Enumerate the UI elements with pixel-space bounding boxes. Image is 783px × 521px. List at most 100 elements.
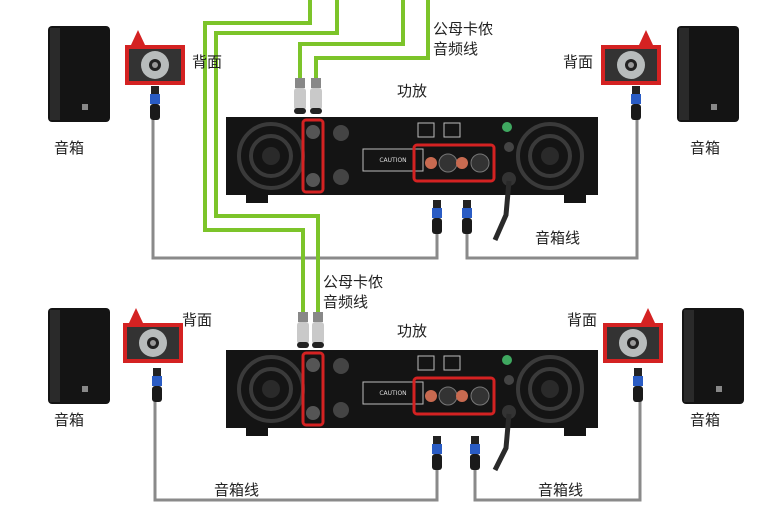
info-label (417, 122, 435, 138)
speaker-cabinet (48, 308, 110, 404)
amp-foot (246, 193, 268, 203)
xlr-cable-label-bottom-1: 公母卡侬 (323, 273, 384, 291)
speakon-plug (470, 436, 480, 470)
speaker-cabinet (682, 308, 744, 404)
xlr-body (294, 88, 306, 110)
speaker-cable (473, 402, 642, 502)
xlr-link (333, 358, 349, 374)
binding-post (456, 157, 468, 169)
xlr-tip (297, 342, 309, 348)
plug-body (631, 104, 641, 120)
plug-tip (471, 436, 479, 444)
caution-label (362, 381, 424, 405)
plug-collar (633, 376, 643, 386)
binding-post (425, 390, 437, 402)
binding-post (456, 390, 468, 402)
output-highlight (412, 376, 496, 416)
speakon-output (470, 153, 490, 173)
speakon-socket-callout (601, 30, 661, 85)
fan-grille (528, 134, 572, 178)
speaker-cable (153, 402, 439, 502)
speaker-label-bottom-right: 音箱 (690, 411, 721, 429)
caution-label (362, 148, 424, 172)
speaker-side (679, 28, 689, 120)
info-label (443, 122, 461, 138)
fan-grille (516, 122, 584, 190)
plug-tip (433, 436, 441, 444)
socket-pin (628, 62, 634, 68)
xlr-plug (310, 78, 322, 114)
xlr-cable (314, 0, 430, 82)
speaker-logo (82, 104, 88, 110)
speaker-cable-label-bottom-right: 音箱线 (538, 481, 584, 499)
amp-label-top: 功放 (397, 82, 428, 100)
speaker-cable (151, 120, 439, 260)
plug-body (432, 218, 442, 234)
power-amplifier: CAUTION (226, 117, 598, 203)
speaker-cabinet (677, 26, 739, 122)
fan-hub (541, 147, 559, 165)
plug-tip (463, 200, 471, 208)
fan-grille (528, 367, 572, 411)
plug-tip (634, 368, 642, 376)
fan-grille (249, 134, 293, 178)
input-highlight (301, 118, 325, 194)
speaker-body (48, 308, 110, 404)
plug-collar (152, 376, 162, 386)
power-inlet (502, 172, 516, 186)
xlr-cable (203, 0, 312, 318)
speakon-socket-callout (603, 308, 663, 363)
xlr-cable-label-top-2: 音频线 (433, 40, 479, 58)
plug-collar (432, 208, 442, 218)
xlr-cable-label-bottom-2: 音频线 (323, 293, 369, 311)
speakon-plug (631, 86, 641, 120)
speaker-logo (711, 104, 717, 110)
speaker-label-top-left: 音箱 (54, 139, 85, 157)
speaker-label-bottom-left: 音箱 (54, 411, 85, 429)
fan-hub (262, 380, 280, 398)
speakon-plug (432, 200, 442, 234)
plug-collar (631, 94, 641, 104)
speakon-socket-callout (125, 30, 185, 85)
amp-foot (246, 426, 268, 436)
speakon-socket-callout (123, 308, 183, 363)
power-cord (492, 413, 512, 472)
xlr-cable-label-top-1: 公母卡侬 (433, 20, 494, 38)
amp-foot (564, 426, 586, 436)
plug-body (470, 454, 480, 470)
plug-collar (432, 444, 442, 454)
xlr-tip (310, 108, 322, 114)
xlr-input (306, 406, 320, 420)
plug-body (462, 218, 472, 234)
speaker-cable (465, 120, 639, 260)
power-indicator (502, 355, 512, 365)
amp-label-bottom: 功放 (397, 322, 428, 340)
fan-grille (249, 367, 293, 411)
speakon-plug (152, 368, 162, 402)
xlr-cable (298, 0, 405, 82)
xlr-link (333, 169, 349, 185)
xlr-plug (312, 312, 324, 348)
speaker-body (677, 26, 739, 122)
plug-tip (151, 86, 159, 94)
power-inlet (502, 405, 516, 419)
xlr-input (306, 173, 320, 187)
caution-text: CAUTION (379, 157, 406, 164)
xlr-boot (298, 312, 308, 322)
fan-hub (541, 380, 559, 398)
xlr-link (333, 402, 349, 418)
speakon-plug (462, 200, 472, 234)
xlr-boot (313, 312, 323, 322)
info-label (417, 355, 435, 371)
speaker-cable-label-bottom-left: 音箱线 (214, 481, 260, 499)
power-indicator (502, 122, 512, 132)
fan-grille (516, 355, 584, 423)
plug-tip (632, 86, 640, 94)
power-cord (492, 180, 512, 242)
callout-pointer (641, 308, 655, 323)
speaker-logo (716, 386, 722, 392)
xlr-cable (214, 0, 339, 318)
plug-body (432, 454, 442, 470)
